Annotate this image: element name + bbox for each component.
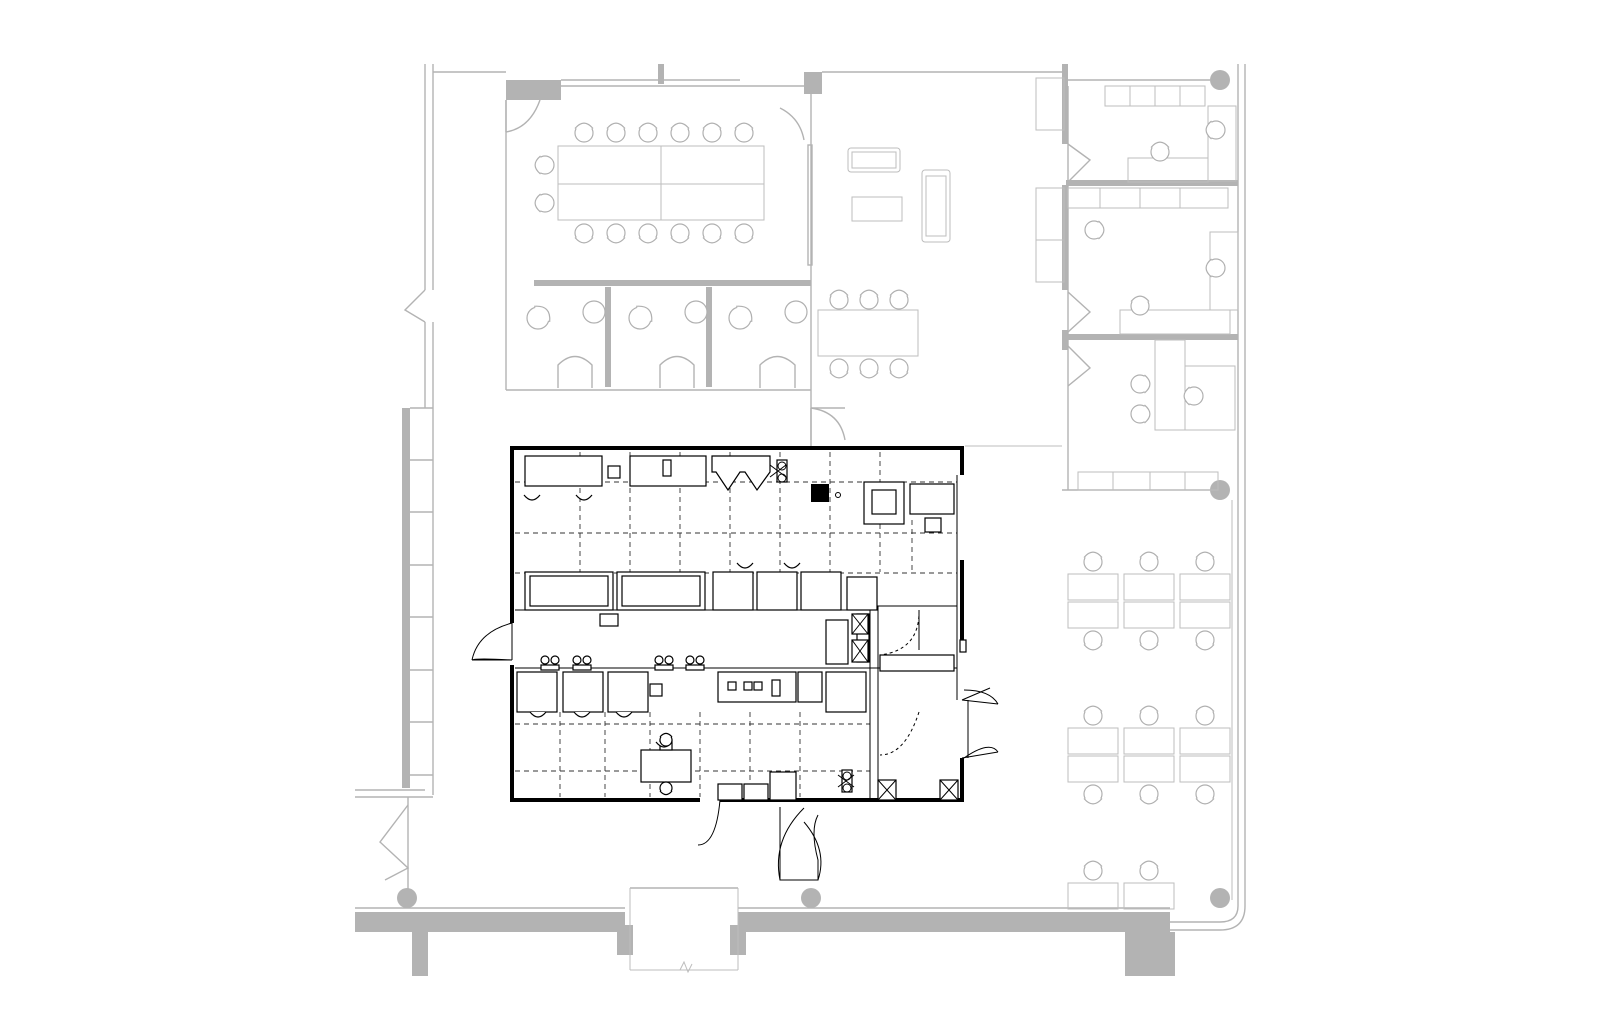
open-workstations (1067, 551, 1231, 910)
chair-icon (1195, 551, 1215, 572)
chair-icon (670, 223, 690, 244)
chair-icon (1205, 258, 1226, 278)
chair-icon (829, 358, 849, 379)
chair-icon (638, 223, 658, 244)
chair-icon (734, 122, 754, 143)
chair-icon (523, 464, 855, 796)
chair-icon (1139, 630, 1159, 651)
chair-icon (606, 223, 626, 244)
chair-icon (534, 193, 555, 213)
cabinet-icon (851, 613, 959, 801)
chair-icon (572, 655, 592, 671)
lab-walls (510, 446, 969, 802)
chair-icon (685, 655, 705, 671)
chair-icon (1183, 386, 1204, 406)
chair-icon (734, 223, 754, 244)
chair-icon (1130, 374, 1151, 394)
chair-icon (606, 122, 626, 143)
private-office (1035, 64, 1239, 491)
chair-icon (1195, 784, 1215, 805)
chair-icon (534, 155, 555, 175)
conference-table (557, 145, 765, 221)
chair-icon (1139, 784, 1159, 805)
sink-icon (659, 459, 853, 793)
chair-icon (540, 655, 560, 671)
chair-icon (1195, 630, 1215, 651)
chair-icon (526, 300, 808, 330)
chair-icon (628, 305, 653, 330)
chair-icon (1130, 295, 1150, 316)
chair-icon (829, 289, 849, 310)
chair-icon (1084, 220, 1105, 240)
chair-icon (659, 781, 673, 796)
chair-icon (1083, 705, 1103, 726)
column-icon (397, 70, 1230, 908)
chair-icon (534, 122, 754, 244)
chair-icon (859, 358, 879, 379)
chair-icon (1205, 120, 1226, 140)
chair-icon (1139, 705, 1159, 726)
chair-icon (1083, 784, 1103, 805)
chair-icon (638, 122, 658, 143)
chair-icon (526, 305, 551, 330)
chair-icon (574, 122, 594, 143)
chair-icon (889, 358, 909, 379)
chair-icon (702, 122, 722, 143)
chair-icon (1139, 551, 1159, 572)
lounge (847, 147, 951, 243)
exterior-wall-west (355, 64, 434, 900)
chair-icon (654, 655, 674, 671)
chair-icon (1130, 404, 1151, 424)
chair-icon (829, 289, 909, 379)
chair-icon (1150, 141, 1170, 162)
chair-icon (859, 289, 879, 310)
chair-icon (1083, 630, 1103, 651)
north-walls (433, 64, 1210, 87)
exterior-wall-south (355, 887, 1175, 976)
chair-icon (1195, 705, 1215, 726)
door-swing-icon (471, 609, 999, 881)
chair-icon (1084, 120, 1226, 424)
chair-icon (702, 223, 722, 244)
phone-booth (506, 287, 811, 391)
cabinet-icon (516, 455, 955, 801)
chair-icon (728, 305, 753, 330)
chair-icon (1083, 551, 1103, 572)
lab-suite (471, 446, 999, 881)
chair-icon (659, 732, 673, 747)
exterior-wall-east (1170, 64, 1246, 931)
chair-icon (1139, 860, 1159, 881)
context-building (355, 64, 1246, 976)
chair-icon (670, 122, 690, 143)
chair-icon (889, 289, 909, 310)
meeting-table (810, 289, 919, 441)
conference-room (505, 94, 813, 440)
chair-icon (574, 223, 594, 244)
chair-icon (1083, 860, 1103, 881)
